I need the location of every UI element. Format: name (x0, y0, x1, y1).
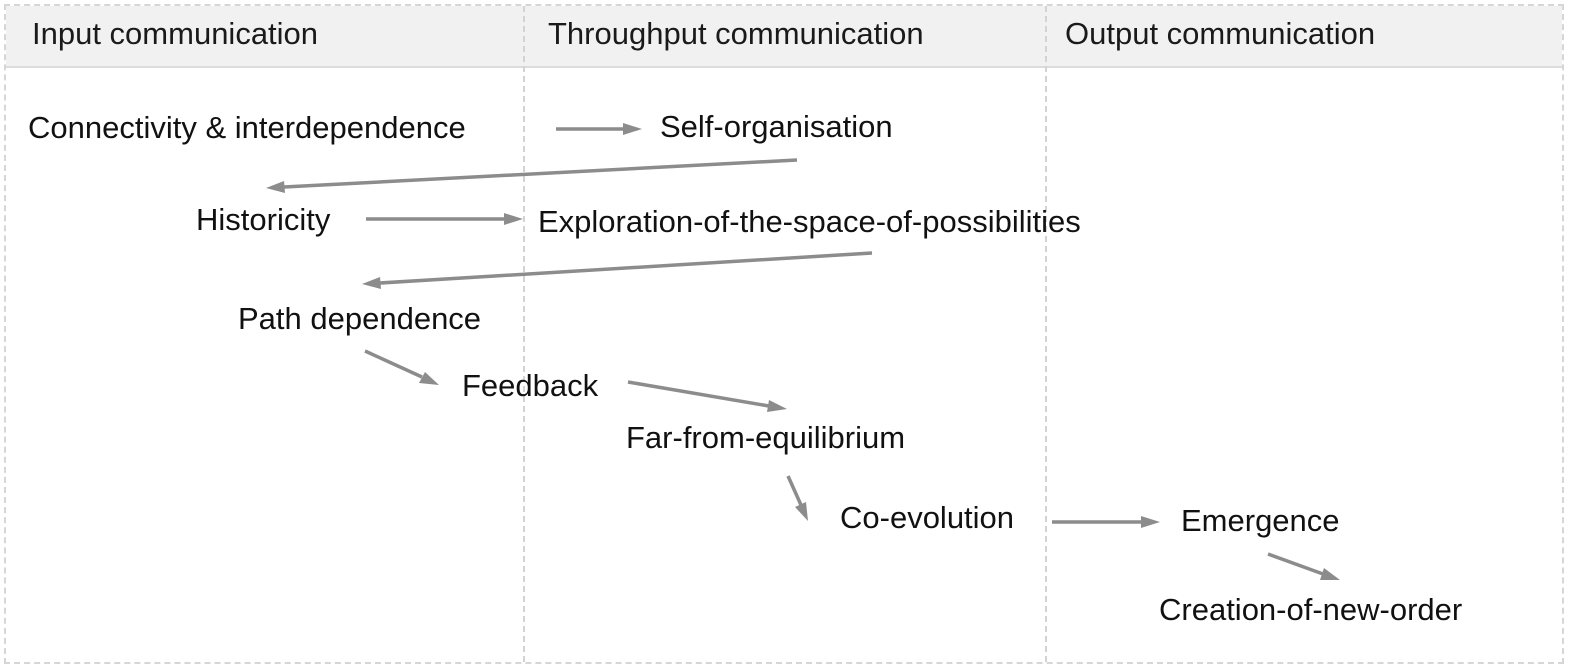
column-header-band (6, 6, 1562, 68)
column-divider-input-throughput (523, 6, 525, 662)
node-co-evolution: Co-evolution (840, 500, 1015, 535)
node-creation-of-new-order: Creation-of-new-order (1159, 592, 1463, 627)
node-path-dependence: Path dependence (238, 301, 482, 336)
node-feedback: Feedback (462, 368, 599, 403)
node-historicity: Historicity (196, 202, 331, 237)
column-divider-throughput-output (1045, 6, 1047, 662)
node-far-from-equilibrium: Far-from-equilibrium (626, 420, 906, 455)
node-emergence: Emergence (1181, 503, 1340, 538)
node-exploration-space-of-possibilities: Exploration-of-the-space-of-possibilitie… (538, 204, 1081, 239)
column-header-input: Input communication (32, 16, 319, 51)
column-header-throughput: Throughput communication (548, 16, 924, 51)
column-header-output: Output communication (1065, 16, 1376, 51)
node-self-organisation: Self-organisation (660, 109, 893, 144)
node-connectivity-interdependence: Connectivity & interdependence (28, 110, 466, 145)
